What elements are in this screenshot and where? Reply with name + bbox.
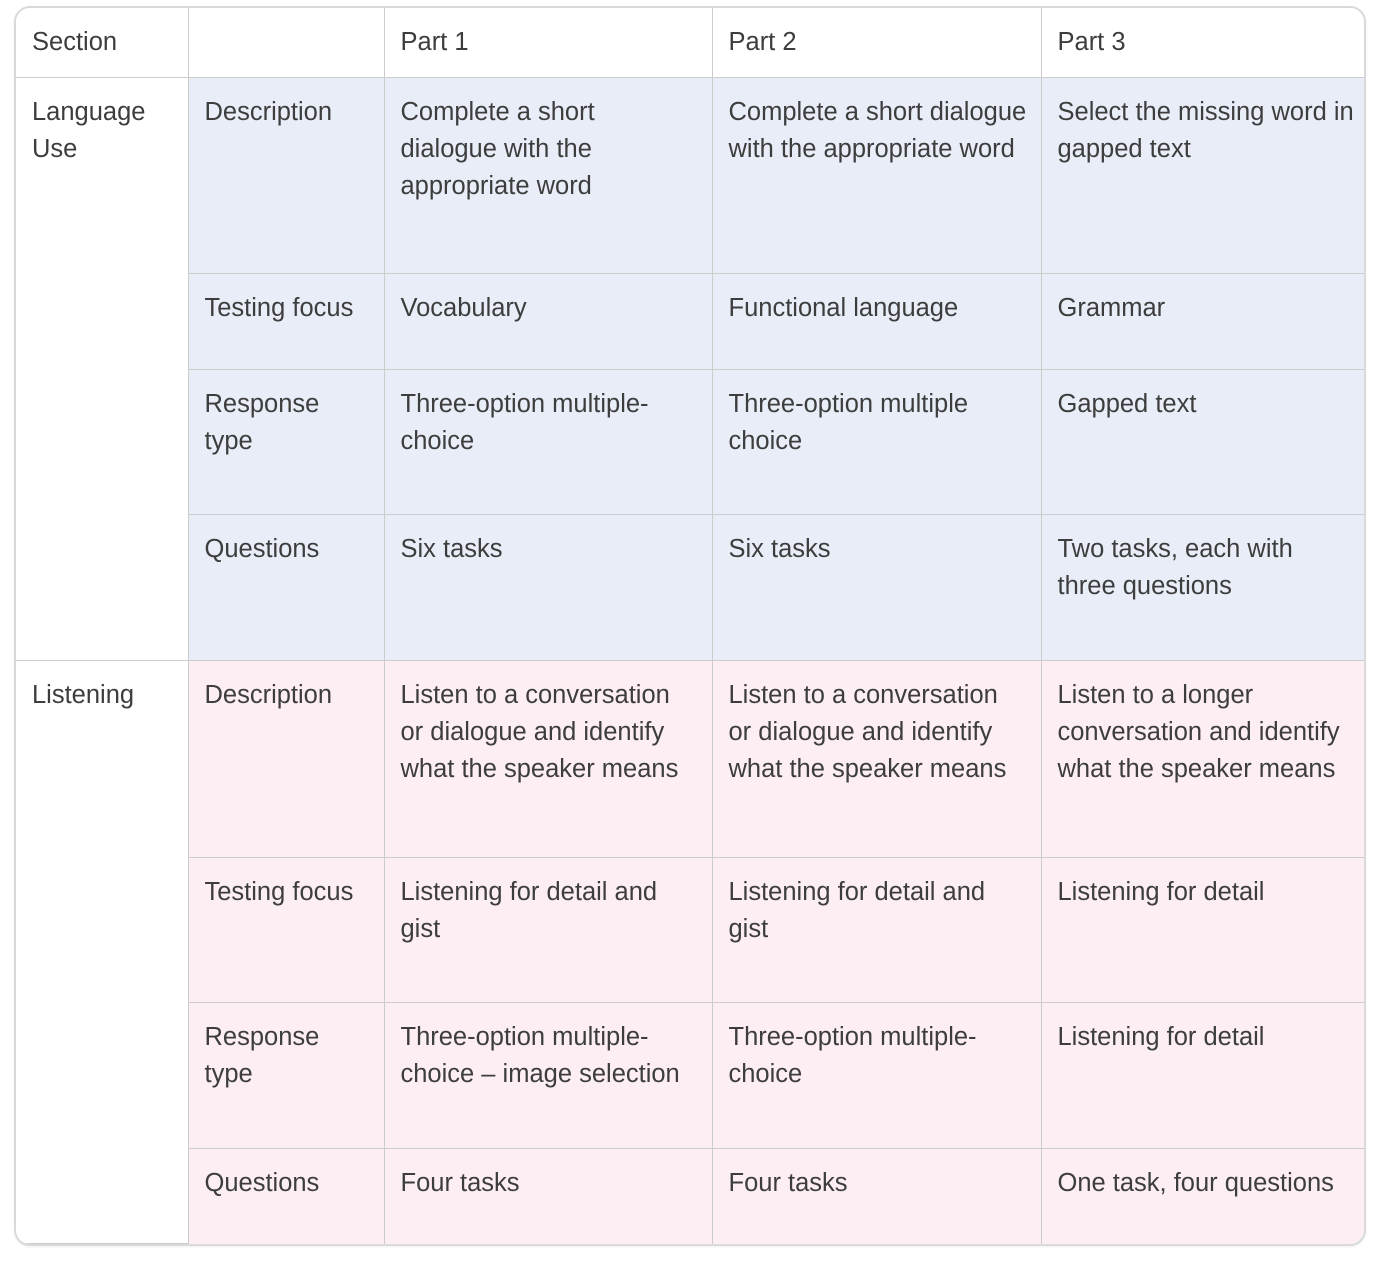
cell-listening-response-type-part-2: Three-option multiple-choice: [711, 1002, 1042, 1150]
row-label-description: Description: [187, 76, 385, 275]
cell-listening-questions-part-3: One task, four questions: [1040, 1148, 1364, 1244]
column-header-part-1: Part 1: [383, 8, 713, 78]
section-label-language-use: Language Use: [16, 76, 189, 662]
column-header-section: Section: [16, 8, 189, 78]
cell-listening-testing-focus-part-2: Listening for detail and gist: [711, 856, 1042, 1004]
table-row: Listening Description Listen to a conver…: [16, 660, 1364, 1244]
exam-spec-table-container: Section Part 1 Part 2 Part 3 Language Us…: [14, 6, 1366, 1246]
cell-language-use-response-type-part-2: Three-option multiple choice: [711, 368, 1042, 516]
row-label-questions: Questions: [188, 514, 385, 662]
table-row: Questions Four tasks Four tasks One task…: [16, 1148, 1364, 1244]
row-label-response-type: Response type: [188, 1002, 385, 1150]
row-label-questions: Questions: [188, 1148, 385, 1244]
table-row: Testing focus Vocabulary Functional lang…: [16, 273, 1364, 370]
cell-language-use-testing-focus-part-2: Functional language: [711, 273, 1042, 370]
cell-listening-testing-focus-part-1: Listening for detail and gist: [383, 856, 713, 1004]
cell-language-use-description-part-3: Select the missing word in gapped text: [1040, 76, 1364, 275]
section-label-listening: Listening: [16, 660, 189, 1244]
row-label-response-type: Response type: [188, 368, 385, 516]
row-label-testing-focus: Testing focus: [188, 273, 385, 370]
cell-language-use-testing-focus-part-1: Vocabulary: [383, 273, 713, 370]
cell-listening-questions-part-2: Four tasks: [711, 1148, 1042, 1244]
column-header-aspect: [187, 8, 385, 78]
cell-listening-response-type-part-1: Three-option multiple-choice – image sel…: [383, 1002, 713, 1150]
cell-language-use-questions-part-3: Two tasks, each with three questions: [1040, 514, 1364, 662]
row-label-description: Description: [187, 660, 385, 858]
cell-language-use-description-part-2: Complete a short dialogue with the appro…: [711, 76, 1042, 275]
exam-specification-table: Section Part 1 Part 2 Part 3 Language Us…: [16, 8, 1364, 1244]
table-row: Testing focus Listening for detail and g…: [16, 856, 1364, 1004]
table-row: Questions Six tasks Six tasks Two tasks,…: [16, 514, 1364, 662]
cell-language-use-questions-part-1: Six tasks: [383, 514, 713, 662]
column-header-part-2: Part 2: [711, 8, 1042, 78]
cell-listening-description-part-3: Listen to a longer conversation and iden…: [1040, 660, 1364, 858]
cell-listening-response-type-part-3: Listening for detail: [1040, 1002, 1364, 1150]
table-row: Response type Three-option multiple-choi…: [16, 368, 1364, 516]
table-header: Section Part 1 Part 2 Part 3: [16, 8, 1364, 78]
cell-language-use-response-type-part-3: Gapped text: [1040, 368, 1364, 516]
table-row: Language Use Description Complete a shor…: [16, 76, 1364, 662]
cell-listening-testing-focus-part-3: Listening for detail: [1040, 856, 1364, 1004]
cell-listening-description-part-2: Listen to a conversation or dialogue and…: [711, 660, 1042, 858]
row-label-testing-focus: Testing focus: [188, 856, 385, 1004]
cell-language-use-description-part-1: Complete a short dialogue with the appro…: [383, 76, 713, 275]
table-body: Language Use Description Complete a shor…: [16, 76, 1364, 1244]
cell-listening-questions-part-1: Four tasks: [383, 1148, 713, 1244]
header-row: Section Part 1 Part 2 Part 3: [16, 8, 1364, 78]
cell-language-use-response-type-part-1: Three-option multiple-choice: [383, 368, 713, 516]
column-header-part-3: Part 3: [1040, 8, 1364, 78]
cell-language-use-testing-focus-part-3: Grammar: [1040, 273, 1364, 370]
cell-language-use-questions-part-2: Six tasks: [711, 514, 1042, 662]
table-row: Response type Three-option multiple-choi…: [16, 1002, 1364, 1150]
cell-listening-description-part-1: Listen to a conversation or dialogue and…: [383, 660, 713, 858]
